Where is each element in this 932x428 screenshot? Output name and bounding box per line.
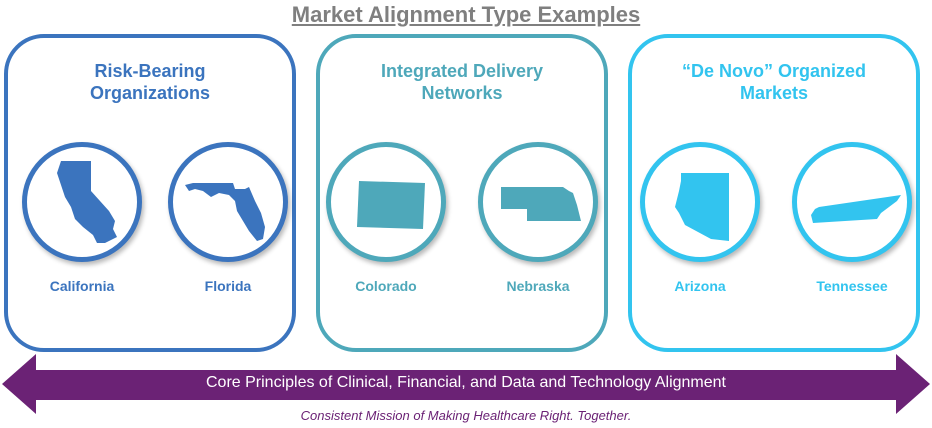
core-principles-arrow: Core Principles of Clinical, Financial, …: [0, 352, 932, 416]
state-circle: [326, 142, 446, 262]
state-circle: [478, 142, 598, 262]
state-circle: [22, 142, 142, 262]
double-arrow-shape: [2, 354, 930, 414]
panel-title: Risk-Bearing Organizations: [89, 61, 210, 103]
panel-title: Integrated Delivery Networks: [380, 61, 544, 103]
panel-title: “De Novo” Organized Markets: [681, 61, 867, 103]
mission-statement: Consistent Mission of Making Healthcare …: [300, 408, 632, 423]
state-label: California: [49, 278, 115, 294]
nebraska-map-icon: [501, 187, 581, 221]
state-label: Arizona: [674, 278, 726, 294]
state-circle: [168, 142, 288, 262]
tennessee-map-icon: [811, 195, 901, 223]
state-nebraska: Nebraska: [478, 142, 606, 302]
state-florida: Florida: [168, 142, 296, 302]
state-label: Nebraska: [506, 278, 570, 294]
state-label: Colorado: [355, 278, 417, 294]
california-map-icon: [57, 161, 117, 243]
state-california: California: [22, 142, 150, 302]
arrow-text: Core Principles of Clinical, Financial, …: [206, 374, 726, 391]
state-circle: [792, 142, 912, 262]
colorado-map-icon: [357, 181, 425, 229]
state-colorado: Colorado: [326, 142, 454, 302]
florida-map-icon: [185, 183, 265, 241]
page-title: Market Alignment Type Examples: [291, 2, 641, 27]
state-label: Florida: [204, 278, 252, 294]
state-label: Tennessee: [816, 278, 888, 294]
state-arizona: Arizona: [640, 142, 768, 302]
arizona-map-icon: [675, 173, 729, 241]
state-circle: [640, 142, 760, 262]
panel-integrated-delivery: Integrated Delivery Networks Colorado Ne…: [316, 34, 608, 352]
panel-de-novo: “De Novo” Organized Markets Arizona Tenn…: [628, 34, 920, 352]
state-tennessee: Tennessee: [792, 142, 920, 302]
panel-risk-bearing: Risk-Bearing Organizations California Fl…: [4, 34, 296, 352]
